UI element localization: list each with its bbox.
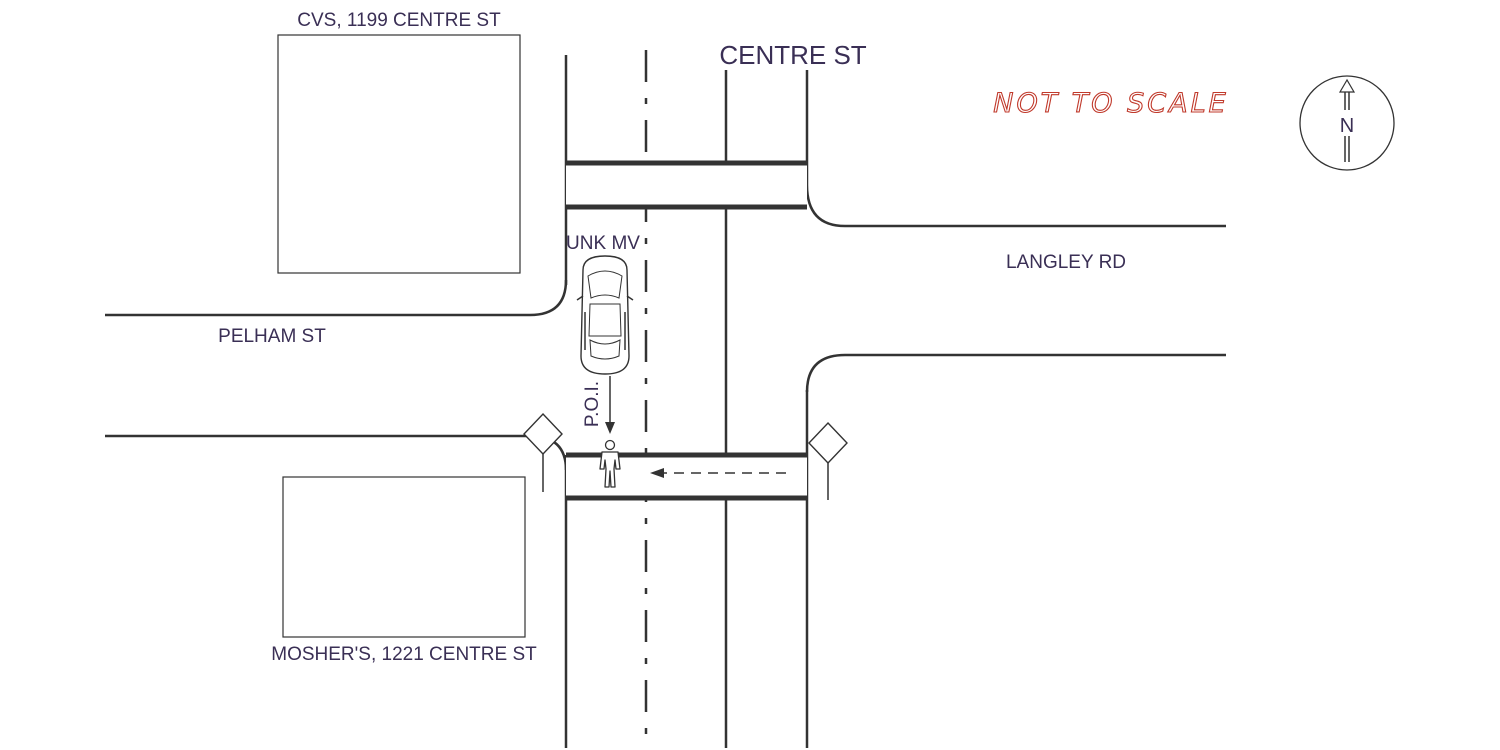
impact-arrow (605, 376, 615, 434)
not-to-scale-note: NOT TO SCALE (993, 88, 1228, 119)
north-arrow-icon: N (1299, 75, 1395, 171)
pedestrian-path-arrow (650, 468, 786, 478)
centre-st-label: CENTRE ST (719, 40, 866, 70)
pelham-st-label: PELHAM ST (218, 326, 326, 347)
pedestrian-sign-east (808, 421, 848, 500)
pedestrian-icon (599, 439, 621, 488)
north-crosswalk (566, 160, 807, 210)
cvs-label: CVS, 1199 CENTRE ST (297, 10, 501, 31)
pelham-st-roadway (105, 279, 568, 471)
north-label: N (1340, 115, 1354, 137)
langley-rd-label: LANGLEY RD (1006, 252, 1126, 273)
pedestrian-sign-west (523, 412, 563, 492)
poi-label: P.O.I. (582, 381, 603, 427)
unk-mv-label: UNK MV (566, 233, 640, 254)
moshers-label: MOSHER'S, 1221 CENTRE ST (271, 644, 537, 665)
vehicle-icon (576, 255, 634, 375)
cvs-building (277, 34, 521, 274)
moshers-building (282, 476, 526, 638)
langley-rd-roadway (805, 184, 1226, 393)
